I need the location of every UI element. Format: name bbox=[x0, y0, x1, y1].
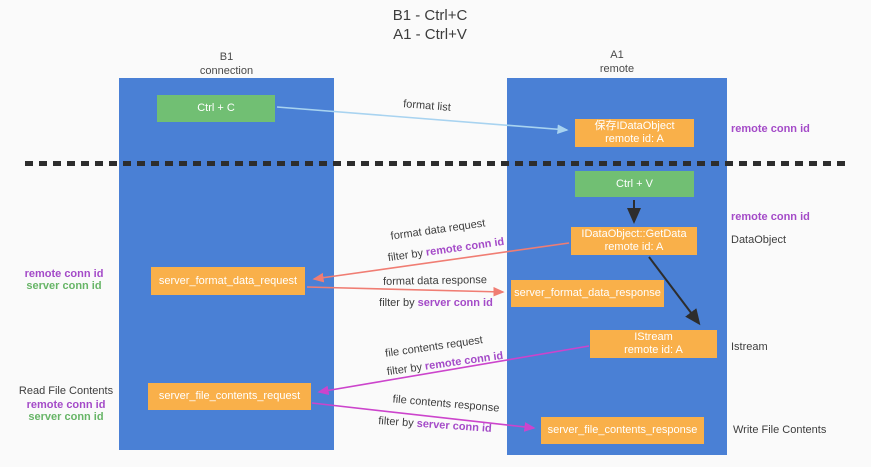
server-format-data-response-box: server_format_data_response bbox=[511, 280, 664, 307]
format-request-conn-annotations: remote conn id server conn id bbox=[18, 268, 110, 292]
format-data-request-flow-label: format data request bbox=[389, 217, 487, 243]
save-dataobject-box: 保存IDataObject remote id: A bbox=[575, 119, 694, 147]
getdata-line1: IDataObject::GetData bbox=[581, 228, 687, 240]
remote-conn-id-annotation-top: remote conn id bbox=[731, 123, 810, 135]
file-server-conn-id-annotation: server conn id bbox=[28, 411, 104, 423]
istream-line2: remote id: A bbox=[624, 344, 683, 356]
format-remote-conn-id-annotation: remote conn id bbox=[24, 268, 104, 280]
server-file-contents-response-label: server_file_contents_response bbox=[547, 424, 698, 436]
write-file-contents-annotation: Write File Contents bbox=[733, 424, 827, 436]
server-format-data-response-label: server_format_data_response bbox=[514, 287, 661, 299]
server-format-data-request-label: server_format_data_request bbox=[158, 274, 298, 287]
format-data-response-arrow bbox=[306, 286, 505, 297]
save-dataobject-line2: remote id: A bbox=[605, 133, 664, 145]
file-contents-request-filter-id: remote conn id bbox=[424, 349, 504, 373]
left-column-header: B1 connection bbox=[119, 50, 334, 78]
server-file-contents-request-label: server_file_contents_request bbox=[158, 390, 301, 402]
format-list-flow-label: format list bbox=[402, 98, 452, 114]
format-data-response-flow-label: format data response bbox=[382, 274, 488, 288]
format-data-request-filter-prefix: filter by bbox=[387, 247, 424, 265]
file-remote-conn-id-annotation: remote conn id bbox=[26, 399, 106, 411]
format-data-response-filter-prefix: filter by bbox=[379, 297, 415, 309]
dataobject-annotation: DataObject bbox=[731, 234, 787, 246]
left-column-name: B1 bbox=[219, 51, 234, 63]
getdata-box: IDataObject::GetData remote id: A bbox=[571, 227, 697, 255]
format-data-response-filter-id: server conn id bbox=[417, 297, 493, 309]
ctrl-v-label: Ctrl + V bbox=[616, 177, 653, 190]
format-server-conn-id-annotation: server conn id bbox=[26, 280, 102, 292]
file-contents-request-filter-prefix: filter by bbox=[386, 361, 423, 379]
remote-conn-id-annotation-mid: remote conn id bbox=[731, 211, 810, 223]
dashed-separator-line bbox=[25, 161, 845, 166]
file-contents-response-filter-id: server conn id bbox=[416, 417, 493, 435]
ctrl-c-label: Ctrl + C bbox=[197, 102, 235, 114]
read-file-contents-annotation: Read File Contents bbox=[18, 385, 114, 397]
diagram-title: B1 - Ctrl+C A1 - Ctrl+V bbox=[280, 6, 580, 44]
server-file-contents-request-box: server_file_contents_request bbox=[148, 383, 311, 410]
save-dataobject-line1: 保存IDataObject bbox=[594, 120, 675, 132]
server-format-data-request-box: server_format_data_request bbox=[151, 267, 305, 295]
server-file-contents-response-box: server_file_contents_response bbox=[541, 417, 704, 444]
title-line-2: A1 - Ctrl+V bbox=[393, 26, 467, 43]
title-line-1: B1 - Ctrl+C bbox=[392, 7, 468, 24]
ctrl-v-box: Ctrl + V bbox=[575, 171, 694, 197]
right-column-header: A1 remote bbox=[507, 48, 727, 76]
file-contents-response-filter-prefix: filter by bbox=[377, 415, 415, 430]
istream-box: IStream remote id: A bbox=[590, 330, 717, 358]
file-contents-response-flow-label: file contents response bbox=[392, 393, 500, 415]
istream-line1: IStream bbox=[634, 331, 673, 343]
format-data-request-filter-id: remote conn id bbox=[425, 235, 505, 259]
left-column-role: connection bbox=[199, 65, 254, 77]
file-request-conn-annotations: Read File Contents remote conn id server… bbox=[14, 385, 118, 423]
getdata-line2: remote id: A bbox=[604, 241, 664, 253]
istream-annotation: Istream bbox=[731, 341, 768, 353]
ctrl-c-box: Ctrl + C bbox=[157, 95, 275, 122]
right-column-role: remote bbox=[599, 63, 635, 75]
right-column-name: A1 bbox=[610, 49, 624, 61]
